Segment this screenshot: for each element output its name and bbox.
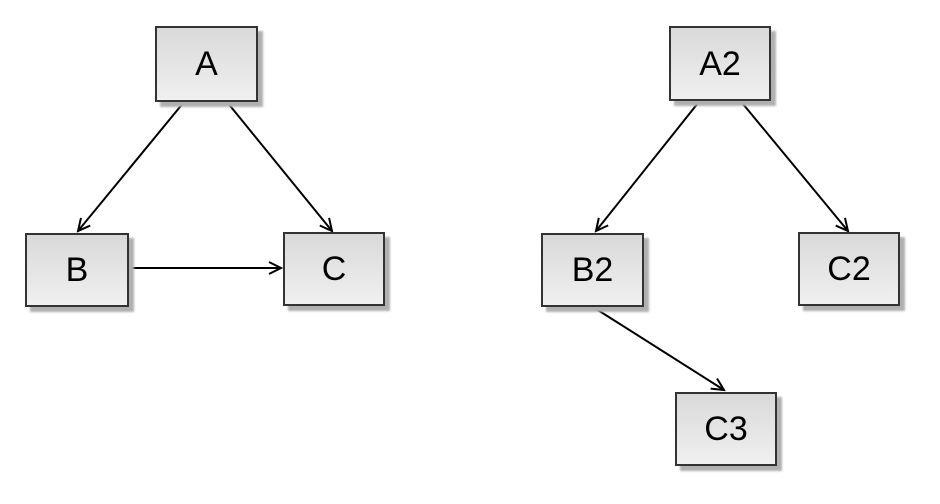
node-a2[interactable]: A2	[669, 26, 771, 101]
edge-a2-c2[interactable]	[742, 103, 848, 231]
edge-b2-c3[interactable]	[592, 306, 724, 390]
node-label-a: A	[195, 45, 218, 83]
node-c2[interactable]: C2	[798, 232, 900, 306]
node-label-c3: C3	[704, 410, 748, 448]
node-a[interactable]: A	[155, 26, 258, 102]
edge-a-b[interactable]	[78, 101, 185, 231]
node-label-b: B	[65, 251, 89, 289]
edge-a2-b2[interactable]	[596, 102, 699, 231]
node-c3[interactable]: C3	[675, 392, 777, 466]
node-label-b2: B2	[571, 251, 614, 289]
node-label-c: C	[321, 250, 347, 288]
edge-a-c[interactable]	[226, 101, 332, 231]
node-b[interactable]: B	[25, 233, 129, 307]
node-c[interactable]: C	[283, 232, 385, 306]
node-label-a2: A2	[699, 44, 741, 83]
node-b2[interactable]: B2	[541, 233, 644, 307]
node-label-c2: C2	[827, 250, 871, 288]
